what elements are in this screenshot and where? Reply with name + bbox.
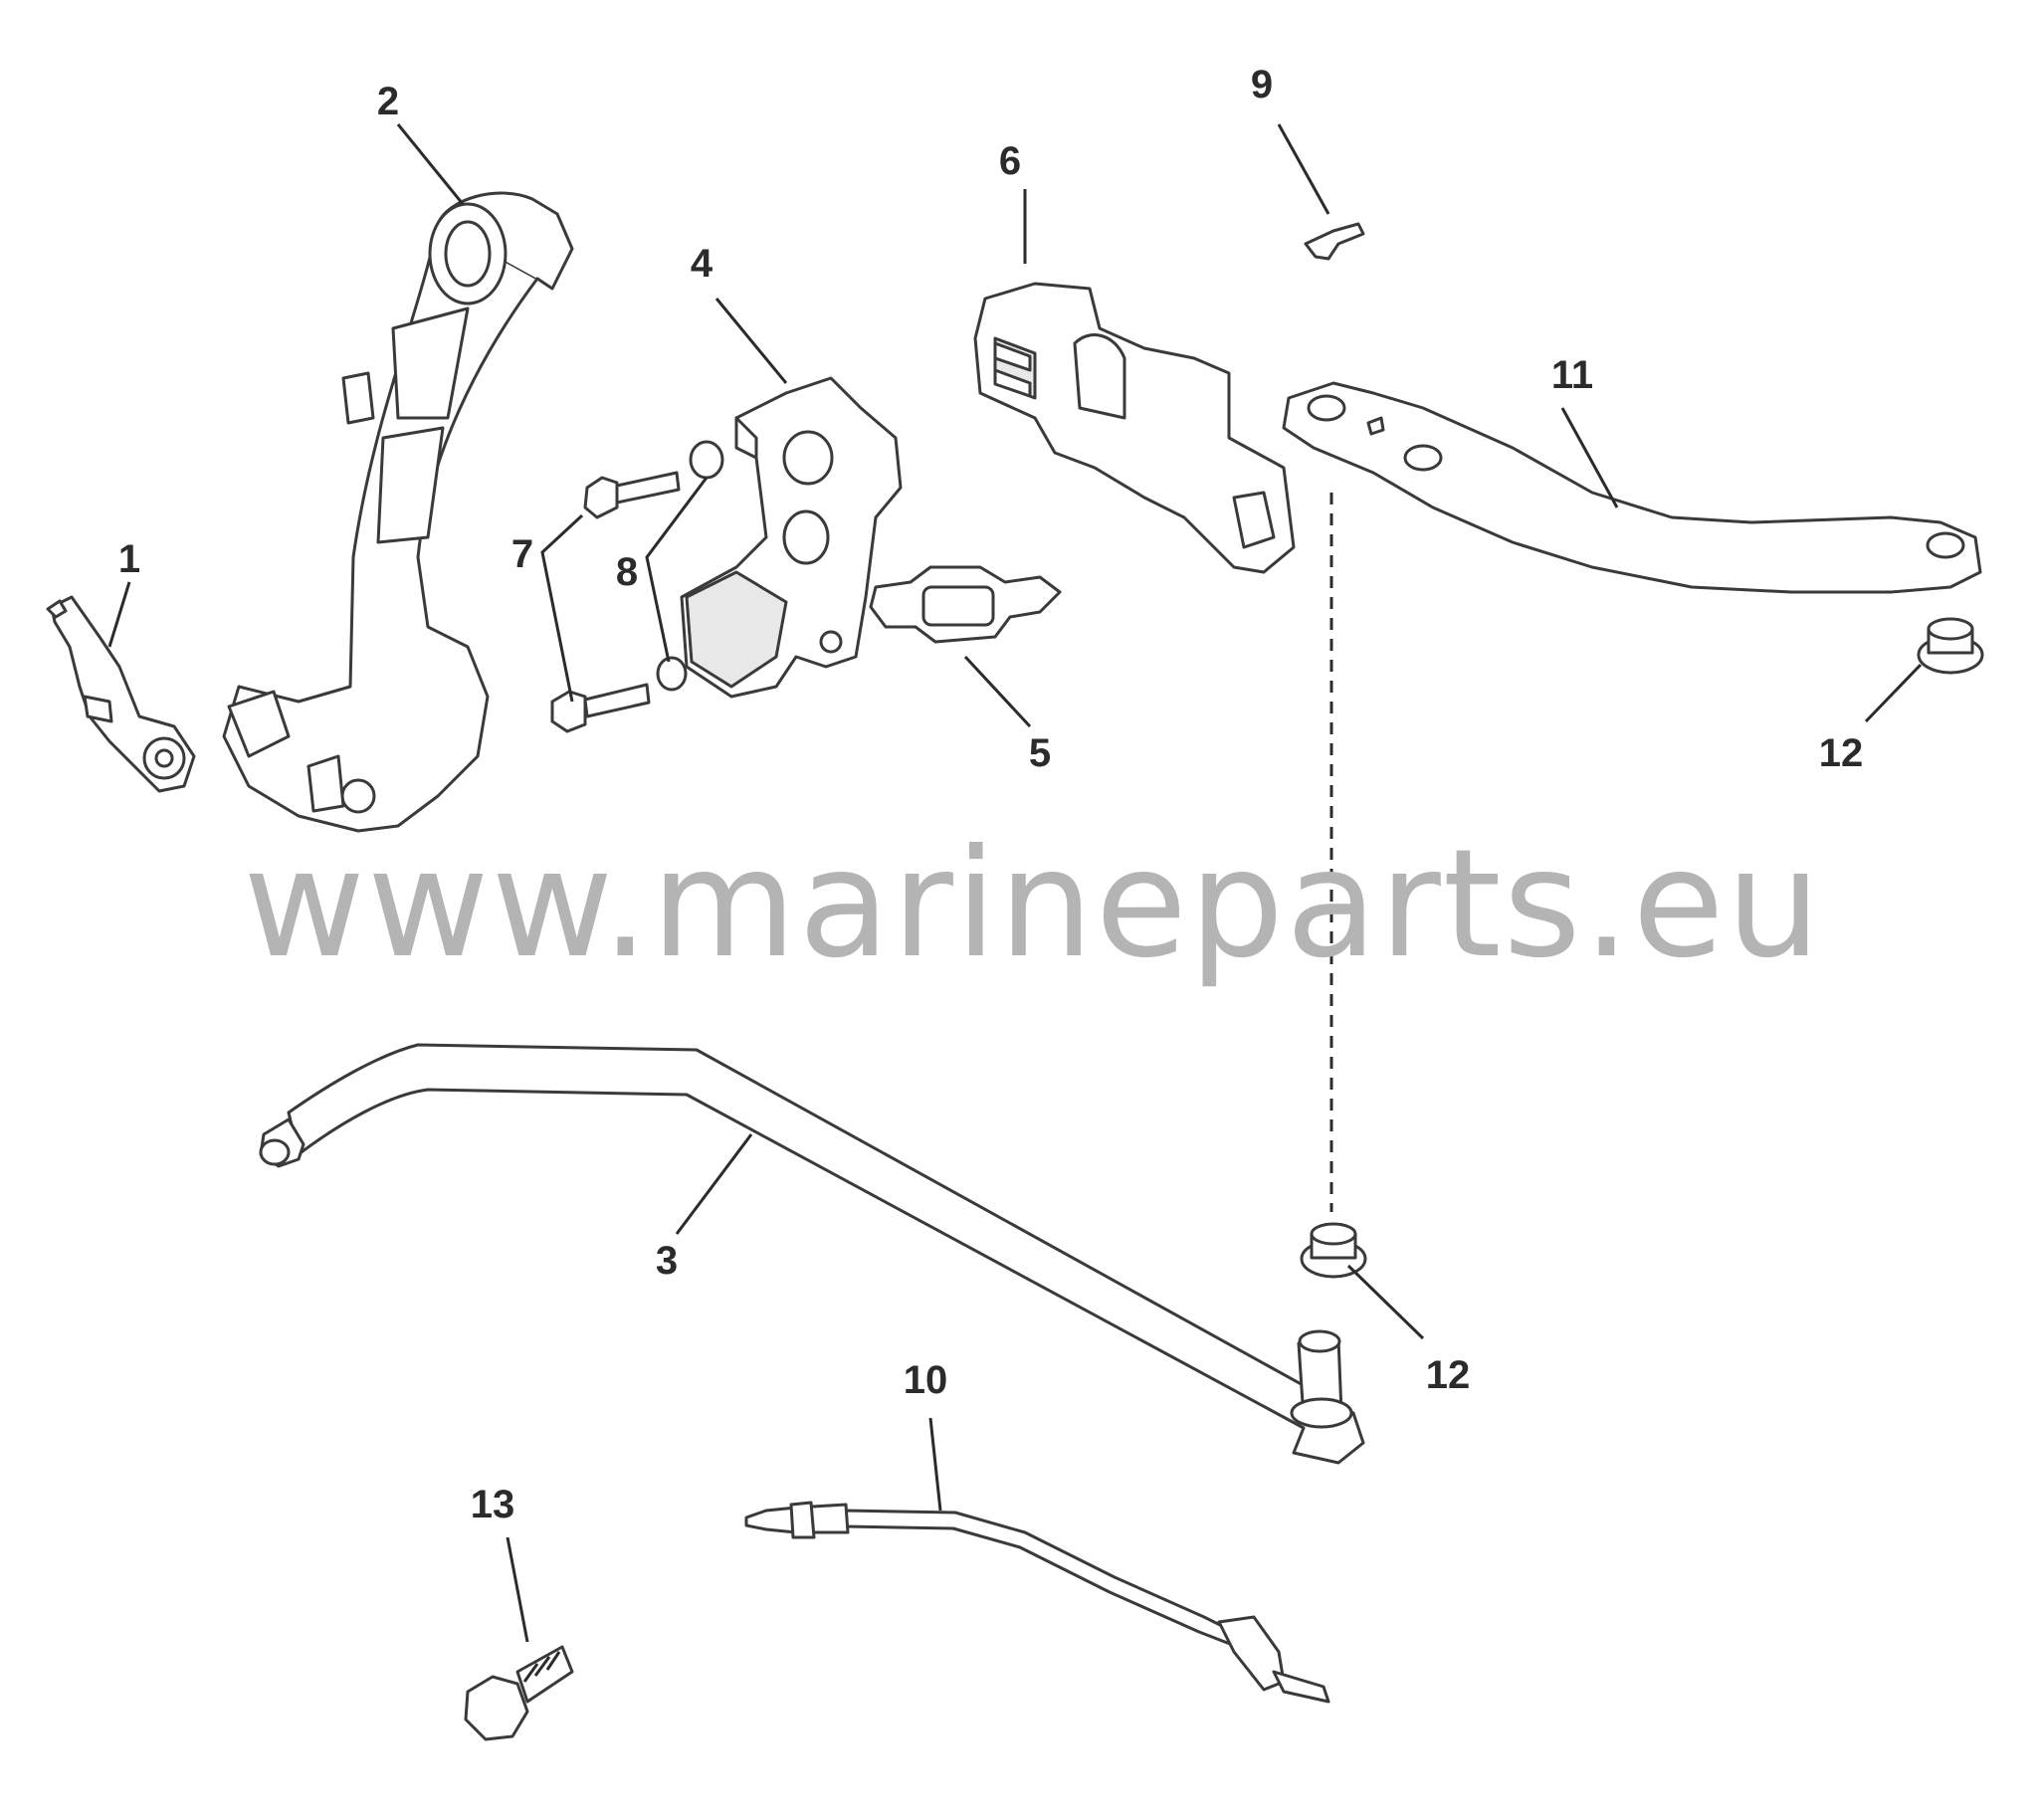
- leader-13: [506, 1536, 529, 1643]
- leader-7: [540, 513, 584, 703]
- part-9-clip: [1304, 222, 1365, 261]
- callout-3: 3: [656, 1239, 678, 1283]
- callout-8: 8: [616, 550, 638, 594]
- callout-6: 6: [999, 139, 1021, 183]
- callout-10: 10: [904, 1358, 948, 1402]
- part-10-cable: [744, 1501, 1330, 1704]
- callout-numbers: 1 2 3 4 5 6 7 8 9 10 11 12 12 13: [118, 63, 1863, 1526]
- leader-8: [645, 477, 709, 663]
- leader-2: [396, 123, 465, 205]
- callout-11: 11: [1551, 353, 1593, 397]
- callout-9: 9: [1251, 63, 1273, 106]
- part-6-housing: [973, 282, 1296, 574]
- part-4-mount: [680, 376, 903, 699]
- leader-lines: [107, 123, 1923, 1643]
- part-1-linkage: [46, 595, 196, 793]
- part-5-plate: [869, 565, 1062, 644]
- callout-4: 4: [691, 242, 713, 286]
- leader-5: [963, 655, 1032, 728]
- leader-1: [107, 581, 131, 648]
- leader-11: [1560, 407, 1619, 508]
- part-3-rod: [259, 1043, 1365, 1465]
- watermark-text: www.marineparts.eu: [243, 818, 1823, 991]
- leader-4: [714, 298, 788, 384]
- part-12-nut-upper: [1917, 617, 1984, 675]
- callout-1: 1: [118, 537, 140, 581]
- callout-5: 5: [1029, 731, 1051, 775]
- callout-7: 7: [511, 532, 533, 576]
- callout-12-lower: 12: [1426, 1353, 1471, 1397]
- part-2-bracket: [222, 191, 574, 833]
- part-12-nut-lower: [1300, 1222, 1367, 1279]
- part-11-arm: [1282, 381, 1982, 594]
- leader-10: [928, 1417, 942, 1512]
- leader-9: [1277, 123, 1330, 215]
- leader-12b: [1346, 1264, 1425, 1340]
- part-13-screw: [464, 1645, 574, 1741]
- callout-12-upper: 12: [1819, 731, 1864, 775]
- leader-12a: [1864, 663, 1923, 723]
- callout-13: 13: [471, 1483, 515, 1526]
- leader-3: [675, 1133, 753, 1235]
- callout-2: 2: [377, 80, 399, 123]
